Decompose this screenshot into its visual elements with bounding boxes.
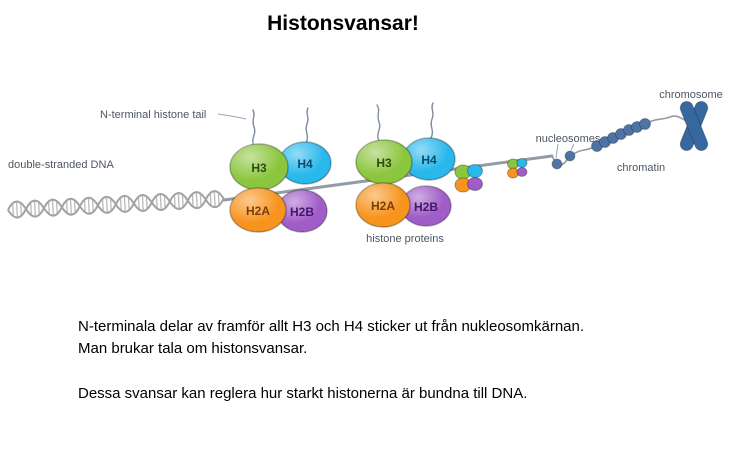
bead (551, 158, 563, 170)
bead (564, 150, 576, 162)
h2a-label: H2A (246, 204, 270, 218)
bead (639, 118, 651, 130)
label-pointer (555, 143, 559, 159)
histone-tails (252, 102, 434, 147)
h4-blob-small (467, 164, 483, 178)
h4-blob-small (516, 158, 528, 168)
h2a-label: H2A (371, 199, 395, 213)
body-text: N-terminala delar av framför allt H3 och… (78, 316, 718, 405)
tail-squiggle (430, 102, 434, 139)
chromosome-label: chromosome (659, 89, 723, 101)
small-nucleosome-1 (454, 164, 483, 193)
h4-label: H4 (421, 153, 437, 167)
h3-label: H3 (376, 156, 392, 170)
paragraph-1: N-terminala delar av framför allt H3 och… (78, 316, 718, 360)
double-stranded-dna-label: double-stranded DNA (8, 159, 114, 171)
tail-squiggle (305, 107, 309, 144)
small-nucleosome-2 (507, 158, 528, 179)
paragraph-1-line-1: N-terminala delar av framför allt H3 och… (78, 318, 585, 335)
chromatin-label: chromatin (617, 162, 665, 174)
label-pointer (570, 143, 575, 151)
tail-squiggle (252, 109, 256, 147)
h2b-label: H2B (290, 205, 314, 219)
dna-helix-drawing (6, 189, 226, 219)
h2b-label: H2B (414, 200, 438, 214)
label-pointer (217, 113, 247, 120)
h2b-blob-small (516, 167, 528, 177)
n-terminal-tail-label: N-terminal histone tail (100, 109, 206, 121)
histone-proteins-label: histone proteins (366, 233, 444, 245)
nucleosome-beads (551, 118, 651, 170)
h4-label: H4 (297, 157, 313, 171)
chromatin-diagram: H3 H4 H2A H2B H3 H4 H2A H2B N-terminal h… (6, 89, 723, 245)
paragraph-2: Dessa svansar kan reglera hur starkt his… (78, 385, 528, 402)
tail-squiggle (376, 104, 381, 142)
h3-label: H3 (251, 161, 267, 175)
nucleosome-2: H3 H4 H2A H2B (355, 137, 456, 228)
paragraph-1-line-2: Man brukar tala om histonsvansar. (78, 340, 308, 357)
slide-title: Histonsvansar! (267, 12, 419, 35)
h2b-blob-small (467, 177, 483, 191)
nucleosomes-label: nucleosomes (536, 133, 601, 145)
chromosome-shape (679, 100, 709, 152)
